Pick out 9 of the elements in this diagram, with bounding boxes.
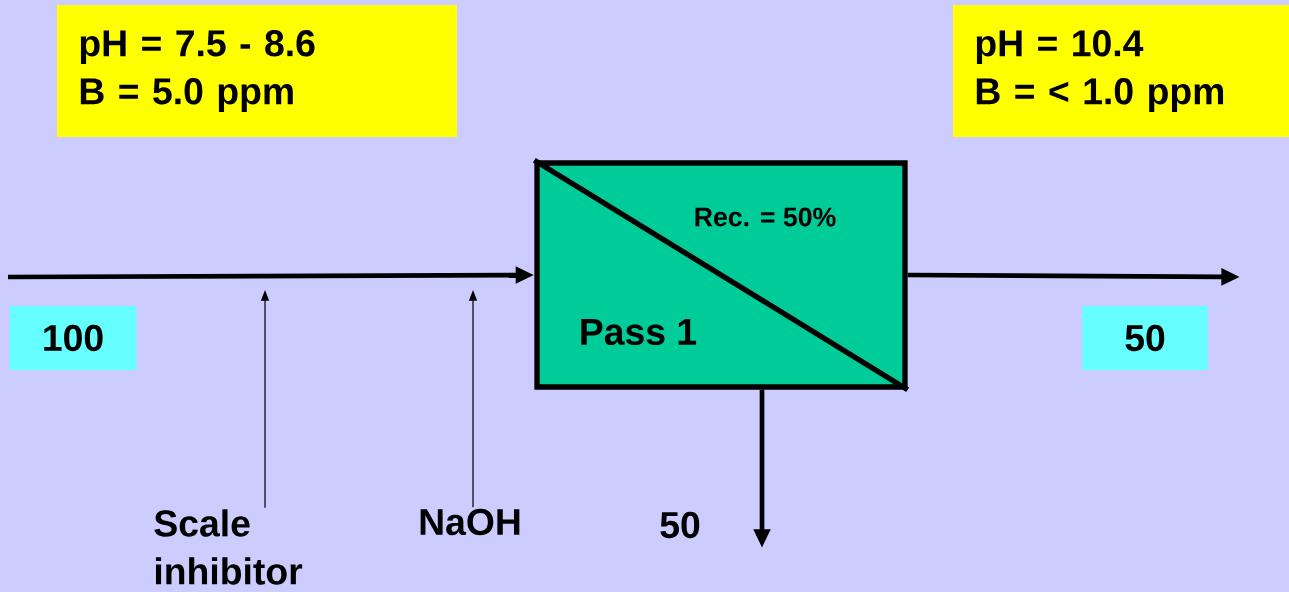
flow-value-box: 50 [1082, 306, 1208, 370]
membrane-label: Pass 1 [581, 319, 697, 345]
info-box: pH = 10.4 B = < 1.0 ppm [953, 5, 1289, 137]
membrane-label: Rec. = 50% [695, 207, 836, 227]
flow-value: 50 [660, 511, 700, 539]
info-box: pH = 7.5 - 8.6 B = 5.0 ppm [57, 5, 457, 137]
chemical-label: Scale inhibitor [154, 509, 303, 585]
flow-value-box: 100 [9, 306, 137, 370]
chemical-label: NaOH [420, 508, 520, 536]
